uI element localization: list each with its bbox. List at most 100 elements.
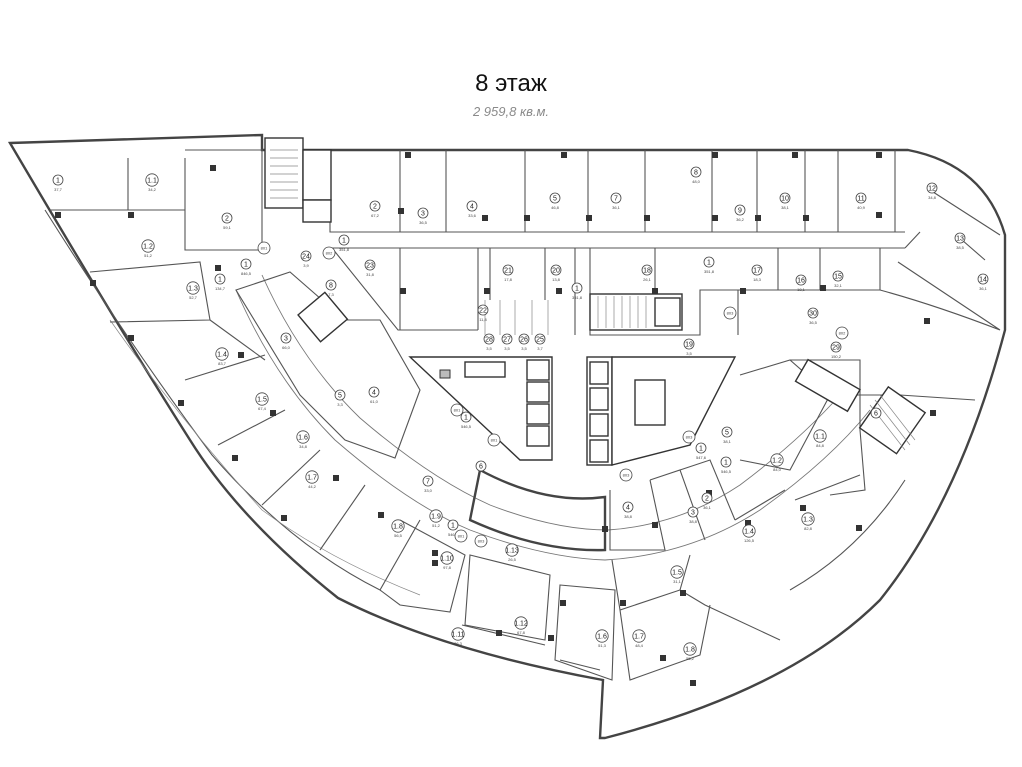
room-area: 38,8 (689, 519, 698, 524)
room-area: 48,0 (692, 179, 701, 184)
room-area: 351,8 (339, 247, 350, 252)
room-label-r65: 438,8 (622, 501, 634, 519)
room-number: 4 (372, 389, 376, 396)
room-number: 11 (857, 195, 864, 202)
page-title: 8 этаж (475, 70, 547, 97)
room-area: 36,1 (979, 286, 988, 291)
room-label-r70: 1.748,4 (632, 629, 646, 648)
room-number: 1 (464, 414, 468, 421)
room-area: 11,8 (479, 317, 487, 322)
room-area: 36,2 (736, 217, 745, 222)
room-label-r44: 1 351,8 (703, 256, 715, 274)
room-area: 351,8 (572, 295, 583, 300)
room-label-r4: 1.251,2 (141, 239, 155, 258)
room-number: 3 (691, 509, 695, 516)
room-number: 1.6 (597, 633, 607, 640)
room-label-r63: 236,1 (701, 492, 713, 510)
room-area: 3,5 (486, 346, 492, 351)
room-label-r20: 53,3 (334, 389, 346, 407)
door-tag-text: 801 (458, 534, 465, 539)
room-number: 2 (225, 215, 229, 222)
room-area: 351,8 (704, 269, 715, 274)
door-tag-text: 801 (261, 246, 268, 251)
room-area: 31,1 (673, 579, 682, 584)
room-label-r61: 1.284,0 (770, 453, 784, 472)
door-tag-t7: 803 (682, 430, 696, 444)
room-number: 1 (218, 276, 222, 283)
door-tag-text: 803 (686, 435, 693, 440)
central-core-east (611, 356, 737, 466)
atrium-arc (468, 468, 607, 552)
room-area: 3,3 (337, 402, 343, 407)
room-label-r29: 736,1 (610, 192, 622, 210)
room-number: 12 (928, 185, 936, 192)
room-area: 48,4 (635, 643, 644, 648)
room-area: 34,2 (148, 187, 157, 192)
room-number: 1.1 (147, 177, 157, 184)
room-number: 1 (699, 445, 703, 452)
room-label-r52: 253,7 (534, 333, 546, 351)
room-area: 51,3 (598, 643, 607, 648)
room-area: 36,5 (419, 220, 428, 225)
room-number: 1 (724, 459, 728, 466)
room-label-r7: 1.3 52,7 (186, 281, 200, 300)
door-tag-text: 803 (623, 473, 630, 478)
room-number: 5 (725, 429, 729, 436)
room-area: 150,2 (831, 354, 842, 359)
room-label-r25: 267,2 (369, 200, 381, 218)
stair-core-nw (264, 137, 304, 209)
room-number: 1.11 (451, 631, 464, 638)
room-number: 1.8 (393, 523, 403, 530)
room-number: 24 (302, 253, 310, 260)
door-tag-t4: 802 (835, 326, 849, 340)
door-tag-text: 801 (491, 438, 498, 443)
room-area: 83,7 (218, 361, 227, 366)
shaft-west (297, 291, 349, 343)
room-number: 1.5 (257, 396, 267, 403)
room-area: 36,1 (703, 505, 712, 510)
room-number: 3 (284, 335, 288, 342)
room-number: 1 (244, 261, 248, 268)
central-core-west (408, 356, 553, 461)
room-label-r56: 87,3 (325, 279, 337, 297)
room-area: 67,4 (258, 406, 267, 411)
door-tag-t10: 803 (474, 534, 488, 548)
room-area: 38,1 (723, 439, 732, 444)
west-wing-inner-wall (44, 209, 381, 591)
room-area: 38,1 (781, 205, 790, 210)
room-area: 33,0 (424, 488, 433, 493)
corridor-outer (235, 289, 871, 561)
room-number: 15 (834, 273, 842, 280)
room-label-r22: 6 (475, 460, 487, 472)
room-area: 67,8 (517, 630, 526, 635)
room-area: 52,7 (189, 295, 198, 300)
room-number: 14 (979, 276, 987, 283)
room-label-r39: 243,9 (300, 250, 312, 268)
room-label-r50: 273,5 (501, 333, 513, 351)
room-number: 2 (705, 495, 709, 502)
room-label-r26: 336,5 (417, 207, 429, 225)
room-area: 34,8 (928, 195, 937, 200)
room-area: 3,5 (504, 346, 510, 351)
room-area: 37,7 (54, 187, 63, 192)
room-area: 26,5 (508, 557, 517, 562)
room-number: 20 (552, 267, 560, 274)
room-number: 27 (503, 336, 511, 343)
room-area: 31,8 (366, 272, 375, 277)
outer-wall (7, 133, 1007, 740)
room-number: 1 (707, 259, 711, 266)
room-label-r9: 1.5 67,4 (255, 392, 269, 411)
room-number: 1.3 (188, 285, 198, 292)
room-number: 13 (956, 235, 964, 242)
